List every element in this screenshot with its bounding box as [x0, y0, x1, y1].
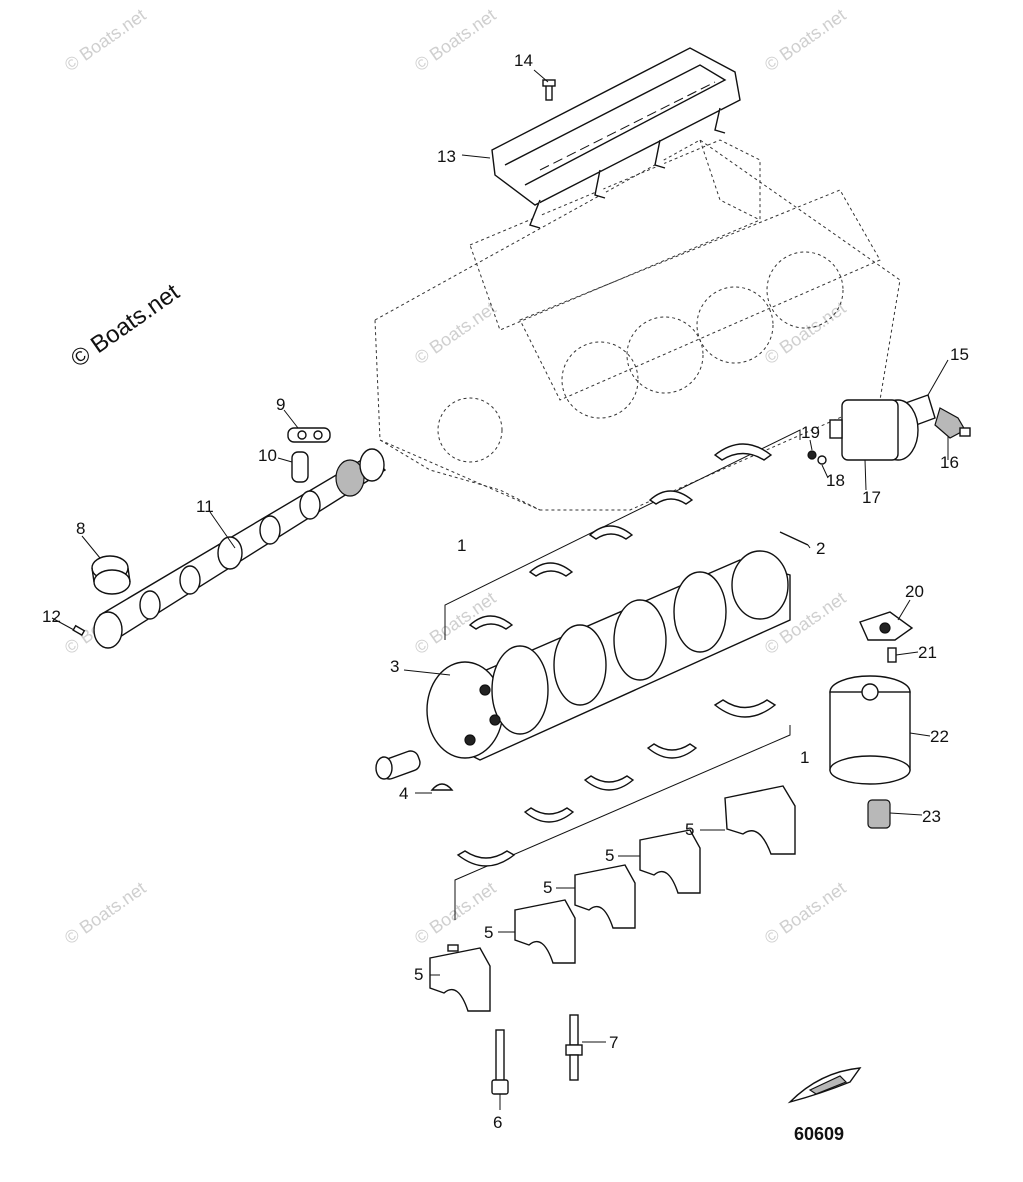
- watermark: © Boats.net: [411, 5, 500, 75]
- callout-10: 10: [258, 446, 277, 465]
- part-5-main-cap-1: [429, 944, 491, 1012]
- callout-5: 5: [414, 965, 423, 984]
- part-21-bolt: [887, 647, 897, 663]
- callout-3: 3: [390, 657, 399, 676]
- part-14-bolt: [542, 79, 556, 101]
- part-9-lifter-guide: [287, 427, 331, 443]
- callout-20: 20: [905, 582, 924, 601]
- callout-12: 12: [42, 607, 61, 626]
- callout-5: 5: [543, 878, 552, 897]
- callout-5: 5: [484, 923, 493, 942]
- watermark: © Boats.net: [761, 298, 850, 368]
- watermark: © Boats.net: [761, 878, 850, 948]
- part-23-nipple: [867, 799, 891, 829]
- watermark: © Boats.net: [411, 298, 500, 368]
- watermark-main: © Boats.net: [66, 278, 185, 372]
- part-13-windage-tray: [491, 47, 741, 229]
- callout-1-upper: 1: [457, 536, 466, 555]
- callout-5: 5: [605, 846, 614, 865]
- part-5-main-cap-2: [514, 899, 576, 964]
- callout-1-lower: 1: [800, 748, 809, 767]
- callout-8: 8: [76, 519, 85, 538]
- part-17-oil-sender: [829, 399, 919, 461]
- callout-15: 15: [950, 345, 969, 364]
- part-8-cam-bearing: [91, 555, 131, 595]
- callout-16: 16: [940, 453, 959, 472]
- callout-9: 9: [276, 395, 285, 414]
- part-6-bolt: [491, 1029, 509, 1095]
- part-5-main-cap-5: [724, 785, 796, 855]
- part-11-camshaft: [93, 448, 387, 649]
- callout-5: 5: [685, 820, 694, 839]
- callout-13: 13: [437, 147, 456, 166]
- figure-number: 60609: [794, 1124, 844, 1144]
- callout-17: 17: [862, 488, 881, 507]
- callouts: 14 13 15 16 9 10 19 18 17 11 8 1 2 12 20…: [42, 51, 969, 1132]
- part-19-fitting: [807, 450, 817, 460]
- part-7-stud: [565, 1014, 583, 1081]
- part-2-pin: [779, 531, 809, 546]
- part-16-sensor: [934, 407, 971, 439]
- part-20-filter-adapter: [859, 611, 914, 641]
- watermark: © Boats.net: [761, 5, 850, 75]
- callout-7: 7: [609, 1033, 618, 1052]
- part-5-main-cap-4: [639, 829, 701, 894]
- part-1-upper-bearing-set: [444, 429, 801, 640]
- callout-4: 4: [399, 784, 408, 803]
- part-1-lower-bearing-set: [454, 699, 791, 920]
- callout-22: 22: [930, 727, 949, 746]
- leader-lines: [51, 69, 949, 1110]
- part-18-washer: [817, 455, 827, 465]
- part-5-main-cap-3: [574, 864, 636, 929]
- part-22-oil-filter: [829, 675, 911, 785]
- part-3-crankshaft: [375, 550, 791, 780]
- callout-11: 11: [196, 497, 214, 516]
- part-12-dowel-pin: [72, 624, 86, 637]
- callout-19: 19: [801, 423, 820, 442]
- callout-2: 2: [816, 539, 825, 558]
- callout-23: 23: [922, 807, 941, 826]
- boat-logo: [787, 1067, 862, 1104]
- watermark: © Boats.net: [61, 878, 150, 948]
- callout-6: 6: [493, 1113, 502, 1132]
- engine-block-phantom: [374, 139, 901, 511]
- watermark: © Boats.net: [61, 5, 150, 75]
- callout-14: 14: [514, 51, 533, 70]
- part-4-key: [430, 783, 454, 791]
- callout-18: 18: [826, 471, 845, 490]
- callout-21: 21: [918, 643, 937, 662]
- part-10-lifter: [291, 451, 309, 483]
